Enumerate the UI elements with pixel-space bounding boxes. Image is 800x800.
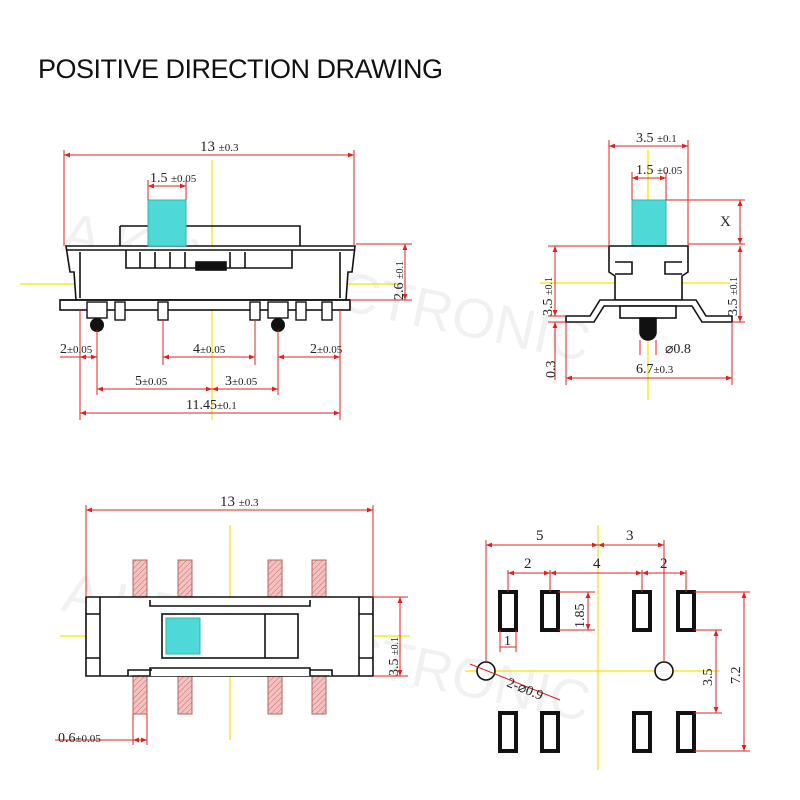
svg-text:2±0.05: 2±0.05 [60,342,93,357]
footprint-row-pitch: 3.5 [701,669,716,687]
front-span-left-tol: ±0.05 [142,376,168,388]
side-lead-span-tol: ±0.3 [654,364,674,376]
front-post-right [271,318,285,332]
side-height-right-value: 3.5 [726,299,741,317]
side-post-diameter: ⌀0.8 [665,342,691,357]
top-pins-lower [132,673,327,715]
footprint-overall-height: 7.2 [729,667,744,685]
footprint-dim-5: 5 [536,528,544,544]
front-edge-left-tol: ±0.05 [67,344,93,356]
front-actuator-width-tol: ±0.05 [171,173,197,185]
side-height-left-tol: ±0.1 [544,277,555,295]
front-actuator [147,199,187,247]
front-pitch-value: 4 [193,342,200,357]
footprint-hole-left [476,661,496,681]
drawing-title: POSITIVE DIRECTION DRAWING [38,54,443,84]
side-actuator [631,199,667,247]
front-width-value: 13 [200,139,215,155]
top-switch-body [85,596,374,677]
svg-text:3±0.05: 3±0.05 [225,374,258,389]
top-pins-upper [132,559,327,599]
side-actuator-width-value: 1.5 [636,163,654,178]
side-width-tol: ±0.1 [657,133,677,145]
front-height-tol: ±0.1 [395,261,406,279]
front-span-right-value: 3 [225,374,232,389]
svg-text:11.45±0.1: 11.45±0.1 [186,398,237,413]
footprint-dim-pitch-left: 2 [524,556,532,572]
svg-text:3.5 ±0.1: 3.5 ±0.1 [387,637,402,676]
top-height-tol: ±0.1 [390,637,401,655]
front-pitch-tol: ±0.05 [200,344,226,356]
side-width-value: 3.5 [636,131,654,146]
top-actuator [165,617,201,655]
svg-text:6.7±0.3: 6.7±0.3 [636,362,674,377]
top-pin-width-value: 0.6 [58,731,76,746]
side-lead-span-value: 6.7 [636,362,654,377]
footprint-dim-3: 3 [626,528,634,544]
svg-text:3.5 ±0.1: 3.5 ±0.1 [541,277,556,316]
top-height-value: 3.5 [387,659,402,677]
front-span-total-tol: ±0.1 [217,400,237,412]
top-width-value: 13 [220,494,235,510]
front-view: 13 ±0.3 1.5 ±0.05 2.6 ±0.1 2±0.05 4±0.05… [20,139,412,420]
side-actuator-width-tol: ±0.05 [657,165,683,177]
svg-text:5±0.05: 5±0.05 [135,374,168,389]
front-edge-left-value: 2 [60,342,67,357]
front-span-total-value: 11.45 [186,398,217,413]
front-span-left-value: 5 [135,374,142,389]
footprint-dim-4: 4 [593,556,601,572]
side-travel-label: X [720,214,731,230]
svg-text:2.6 ±0.1: 2.6 ±0.1 [392,261,407,300]
top-view: 13 ±0.3 3.5 ±0.1 0.6±0.05 [55,494,410,746]
svg-text:4±0.05: 4±0.05 [193,342,226,357]
front-span-right-tol: ±0.05 [232,376,258,388]
side-lead-thickness: 0.3 [544,361,559,379]
footprint-pad-width: 1 [504,634,511,649]
svg-text:3.5 ±0.1: 3.5 ±0.1 [636,131,677,146]
top-pin-width-tol: ±0.05 [76,733,102,745]
side-height-left-value: 3.5 [541,299,556,317]
front-actuator-width-value: 1.5 [150,171,168,186]
svg-text:0.6±0.05: 0.6±0.05 [58,731,101,746]
front-edge-right-value: 2 [310,342,317,357]
front-edge-right-tol: ±0.05 [317,344,343,356]
front-switch-body [59,225,356,311]
svg-text:1.5 ±0.05: 1.5 ±0.05 [150,171,197,186]
svg-text:2±0.05: 2±0.05 [310,342,343,357]
footprint-hole-right [654,661,674,681]
side-height-right-tol: ±0.1 [729,277,740,295]
svg-text:13 ±0.3: 13 ±0.3 [220,494,259,510]
side-view: 3.5 ±0.1 1.5 ±0.05 X 3.5 ±0.1 3.5 ±0.1 0… [540,131,745,400]
svg-text:13 ±0.3: 13 ±0.3 [200,139,239,155]
side-switch-body [565,245,733,341]
top-width-tol: ±0.3 [239,497,259,509]
front-pins [86,301,333,321]
footprint-pad-height: 1.85 [573,604,588,629]
front-width-tol: ±0.3 [219,142,239,154]
footprint-view: 5 3 2 4 2 1.85 1 2-⌀0.9 3.5 7.2 [465,525,750,770]
front-height-value: 2.6 [392,283,407,301]
svg-text:3.5 ±0.1: 3.5 ±0.1 [726,277,741,316]
svg-text:1.5 ±0.05: 1.5 ±0.05 [636,163,683,178]
footprint-dim-pitch-right: 2 [660,556,668,572]
front-post-left [90,318,104,332]
